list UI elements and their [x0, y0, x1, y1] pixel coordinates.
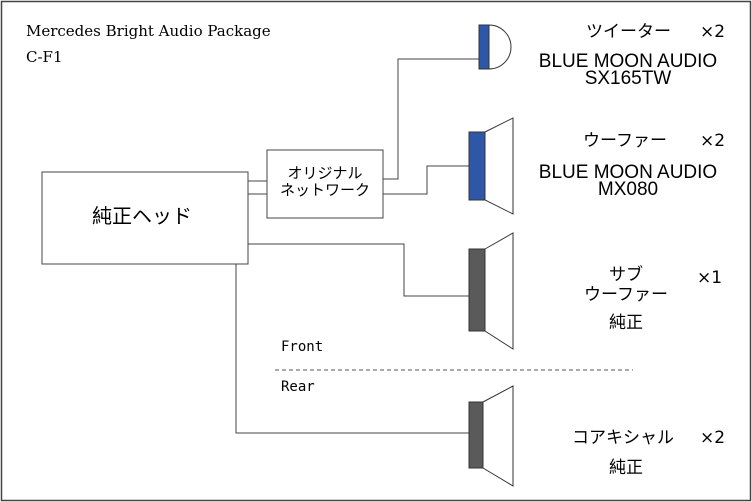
diagram-title: Mercedes Bright Audio Package — [26, 22, 271, 40]
woofer-qty: ×2 — [700, 131, 726, 151]
coaxial-qty: ×2 — [700, 428, 726, 448]
tweeter-brand: BLUE MOON AUDIO — [538, 51, 718, 72]
network-label-line2: ネットワーク — [279, 181, 370, 199]
wire-subwoofer — [248, 243, 469, 297]
tweeter-driver — [478, 24, 512, 70]
coaxial-driver — [468, 385, 514, 487]
tweeter-qty: ×2 — [700, 22, 726, 42]
front-zone-label: Front — [281, 339, 324, 355]
subwoofer-driver — [468, 232, 514, 350]
woofer-model: MX080 — [597, 179, 659, 200]
coaxial-note: 純正 — [609, 458, 643, 478]
network-label-line1: オリジナル — [287, 164, 363, 182]
rear-zone-label: Rear — [281, 379, 315, 395]
wire-tweeter — [383, 58, 479, 180]
package-code: C-F1 — [26, 48, 63, 66]
tweeter-model: SX165TW — [584, 68, 672, 89]
subwoofer-qty: ×1 — [697, 268, 723, 288]
woofer-name: ウーファー — [583, 131, 667, 151]
wire-coaxial — [235, 264, 469, 434]
coaxial-name: コアキシャル — [572, 428, 674, 448]
woofer-driver — [468, 117, 514, 215]
head-unit-box — [41, 171, 249, 265]
tweeter-name: ツイーター — [586, 22, 671, 42]
head-unit-label: 純正ヘッド — [92, 204, 192, 228]
subwoofer-name-line2: ウーファー — [584, 285, 668, 305]
subwoofer-name-line1: サブ — [609, 265, 643, 285]
woofer-brand: BLUE MOON AUDIO — [538, 162, 718, 183]
subwoofer-note: 純正 — [609, 313, 643, 333]
wire-woofer — [383, 165, 469, 195]
network-box — [266, 149, 384, 219]
